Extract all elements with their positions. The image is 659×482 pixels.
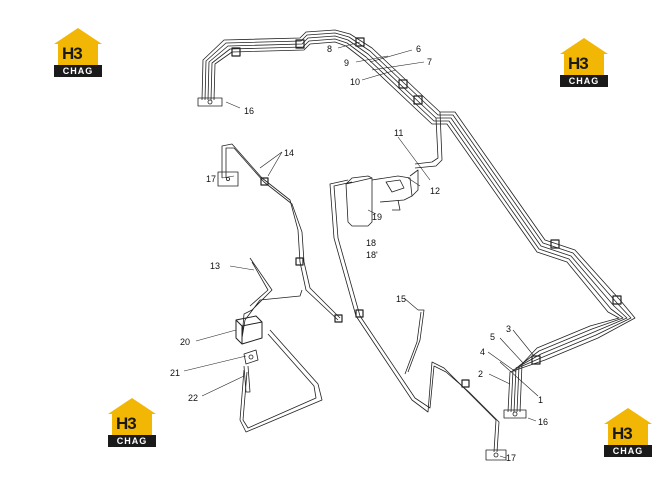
tube-13 bbox=[241, 257, 303, 339]
callout-1: 1 bbox=[538, 395, 543, 405]
leader-lines bbox=[183, 41, 539, 459]
filter-assembly bbox=[345, 169, 419, 227]
callout-20: 20 bbox=[180, 337, 190, 347]
callout-18: 18 bbox=[366, 238, 376, 248]
main-tube-bundle bbox=[201, 29, 636, 413]
component-20 bbox=[235, 315, 263, 345]
brand-logo-bottom-right: H3 CHAG bbox=[600, 408, 656, 458]
part-22 bbox=[243, 365, 251, 393]
lower-left-route bbox=[239, 329, 323, 433]
top-bracket-16 bbox=[197, 97, 223, 107]
callout-21: 21 bbox=[170, 368, 180, 378]
tube-15 bbox=[404, 309, 425, 375]
logo-mark: H3 bbox=[612, 424, 633, 443]
fitting-21 bbox=[243, 349, 259, 365]
logo-mark: H3 bbox=[568, 54, 589, 73]
callout-18-prime: 18' bbox=[366, 250, 378, 260]
callout-19: 19 bbox=[372, 212, 382, 222]
callout-17-bottom: 17 bbox=[506, 453, 516, 463]
brand-logo-bottom-left: H3 CHAG bbox=[104, 398, 160, 448]
bottom-bracket-17 bbox=[485, 449, 507, 461]
callout-22: 22 bbox=[188, 393, 198, 403]
bottom-bracket-16 bbox=[503, 409, 527, 419]
callout-9: 9 bbox=[344, 58, 349, 68]
logo-word: CHAG bbox=[108, 435, 156, 447]
callout-4: 4 bbox=[480, 347, 485, 357]
logo-mark: H3 bbox=[116, 414, 137, 433]
callout-5: 5 bbox=[490, 332, 495, 342]
callout-2: 2 bbox=[478, 369, 483, 379]
callout-17-left: 17 bbox=[206, 174, 216, 184]
brand-logo-top-right: H3 CHAG bbox=[556, 38, 612, 88]
callout-16-top: 16 bbox=[244, 106, 254, 116]
callout-14: 14 bbox=[284, 148, 294, 158]
filter-drop-tube bbox=[329, 179, 500, 453]
callout-8: 8 bbox=[327, 44, 332, 54]
callout-12: 12 bbox=[430, 186, 440, 196]
logo-word: CHAG bbox=[560, 75, 608, 87]
logo-mark: H3 bbox=[62, 44, 83, 63]
callout-11: 11 bbox=[394, 128, 403, 138]
callout-13: 13 bbox=[210, 261, 220, 271]
bundle-clamps bbox=[231, 37, 622, 365]
callout-labels: 1 2 3 4 5 6 7 8 9 10 11 12 13 14 15 16 1… bbox=[170, 44, 548, 463]
callout-10: 10 bbox=[350, 77, 360, 87]
brand-logo-top-left: H3 CHAG bbox=[50, 28, 106, 78]
left-route-clamps bbox=[260, 177, 470, 388]
callout-16-bottom: 16 bbox=[538, 417, 548, 427]
callout-3: 3 bbox=[506, 324, 511, 334]
callout-15: 15 bbox=[396, 294, 406, 304]
logo-word: CHAG bbox=[604, 445, 652, 457]
filter-branch-tube bbox=[414, 111, 443, 169]
logo-word: CHAG bbox=[54, 65, 102, 77]
left-tube-route bbox=[217, 143, 341, 321]
callout-6: 6 bbox=[416, 44, 421, 54]
callout-7: 7 bbox=[427, 57, 432, 67]
